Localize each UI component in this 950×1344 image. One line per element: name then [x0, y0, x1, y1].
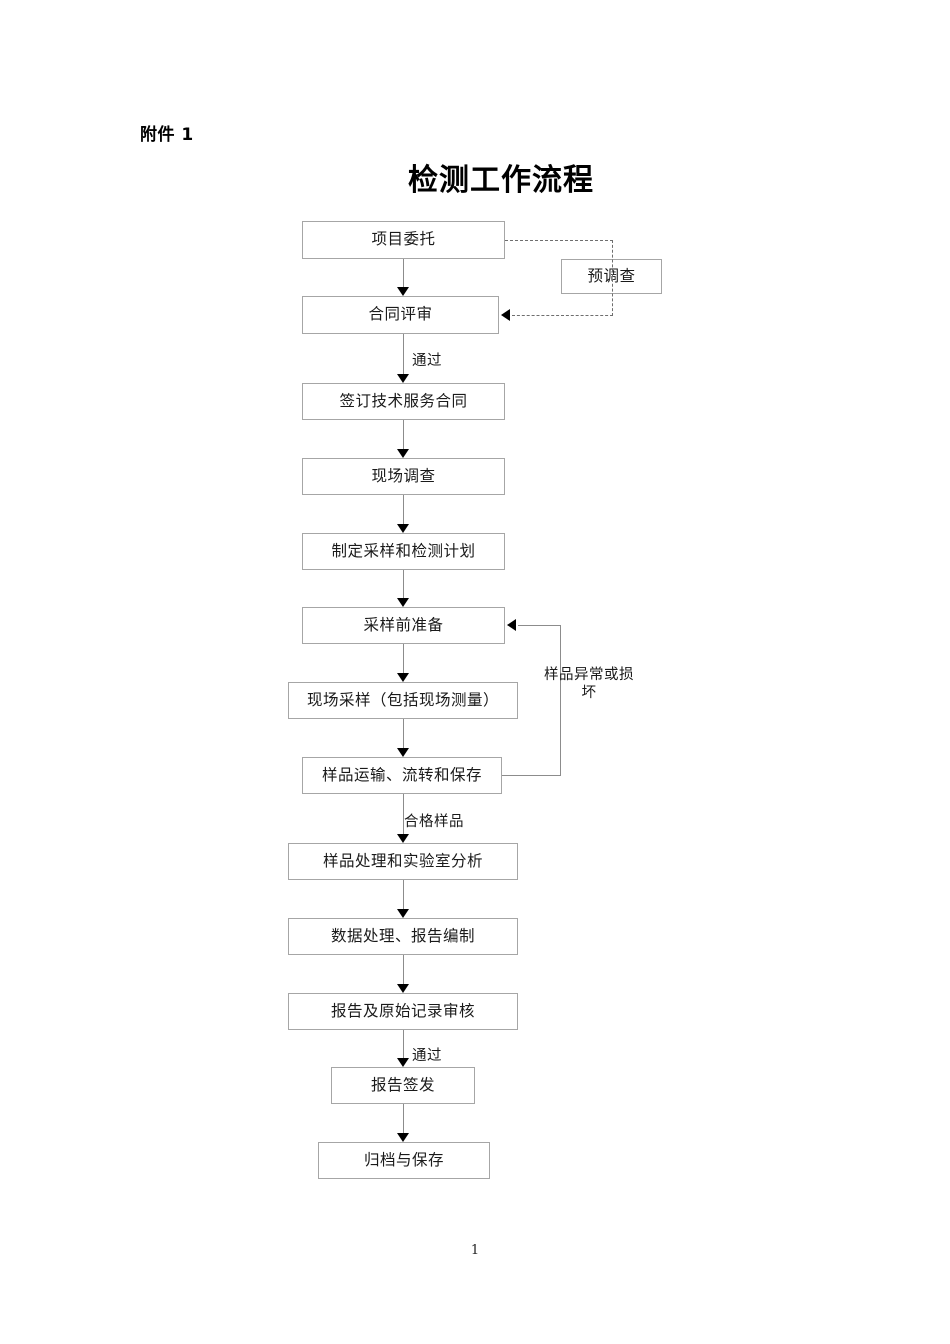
page-title: 检测工作流程 — [0, 155, 950, 199]
node-project-commission[interactable]: 项目委托 — [302, 221, 505, 259]
page-number: 1 — [470, 1243, 480, 1258]
arrowhead-plan-to-prep — [397, 598, 409, 607]
connector-site-to-plan — [403, 495, 404, 524]
connector-feedback-from-transport — [502, 775, 560, 776]
arrowhead-data-to-review2 — [397, 984, 409, 993]
node-archiving-storage[interactable]: 归档与保存 — [318, 1142, 490, 1179]
edge-label-pass-issuance: 通过 — [412, 1048, 442, 1064]
connector-issuance-to-archive — [403, 1104, 404, 1133]
connector-data-to-review2 — [403, 955, 404, 984]
edge-label-sample-abnormal: 样品异常或损坏 — [544, 667, 634, 702]
connector-prep-to-sampling — [403, 644, 404, 673]
node-pre-sampling-preparation[interactable]: 采样前准备 — [302, 607, 505, 644]
connector-contract-to-site — [403, 420, 404, 449]
edge-label-pass-contract: 通过 — [412, 353, 442, 369]
edge-label-qualified-sample: 合格样品 — [404, 814, 464, 830]
connector-review2-to-issuance — [403, 1030, 404, 1058]
arrowhead-issuance-to-archive — [397, 1133, 409, 1142]
node-report-issuance[interactable]: 报告签发 — [331, 1067, 475, 1104]
node-data-processing-report-preparation[interactable]: 数据处理、报告编制 — [288, 918, 518, 955]
node-field-sampling[interactable]: 现场采样（包括现场测量） — [288, 682, 518, 719]
node-contract-review[interactable]: 合同评审 — [302, 296, 499, 334]
node-pre-investigation[interactable]: 预调查 — [561, 259, 662, 294]
arrowhead-analysis-to-data — [397, 909, 409, 918]
arrowhead-review-to-contract — [397, 374, 409, 383]
connector-sampling-to-transport — [403, 719, 404, 748]
arrowhead-sampling-to-transport — [397, 748, 409, 757]
node-sample-transport-storage[interactable]: 样品运输、流转和保存 — [302, 757, 502, 794]
arrowhead-site-to-plan — [397, 524, 409, 533]
node-sampling-testing-plan[interactable]: 制定采样和检测计划 — [302, 533, 505, 570]
connector-analysis-to-data — [403, 880, 404, 909]
node-sample-processing-lab-analysis[interactable]: 样品处理和实验室分析 — [288, 843, 518, 880]
dashed-connector-commission-to-preinvestigation — [505, 240, 613, 241]
arrowhead-feedback-to-prep — [507, 619, 516, 631]
connector-feedback-to-prep — [518, 625, 560, 626]
connector-commission-to-review — [403, 259, 404, 289]
connector-plan-to-prep — [403, 570, 404, 598]
connector-transport-to-analysis — [403, 794, 404, 834]
node-report-record-review[interactable]: 报告及原始记录审核 — [288, 993, 518, 1030]
page-title-text: 检测工作流程 — [408, 163, 594, 198]
arrowhead-contract-to-site — [397, 449, 409, 458]
node-site-investigation[interactable]: 现场调查 — [302, 458, 505, 495]
dashed-connector-preinvestigation-to-review — [512, 315, 613, 316]
arrowhead-preinvestigation-to-review — [501, 309, 510, 321]
connector-review-to-contract — [403, 334, 404, 374]
attachment-label: 附件 1 — [140, 125, 194, 145]
node-sign-technical-service-contract[interactable]: 签订技术服务合同 — [302, 383, 505, 420]
arrowhead-commission-to-review — [397, 287, 409, 296]
connector-feedback-vertical — [560, 625, 561, 776]
arrowhead-transport-to-analysis — [397, 834, 409, 843]
arrowhead-review2-to-issuance — [397, 1058, 409, 1067]
dashed-connector-preinvestigation-vertical — [612, 240, 613, 316]
arrowhead-prep-to-sampling — [397, 673, 409, 682]
